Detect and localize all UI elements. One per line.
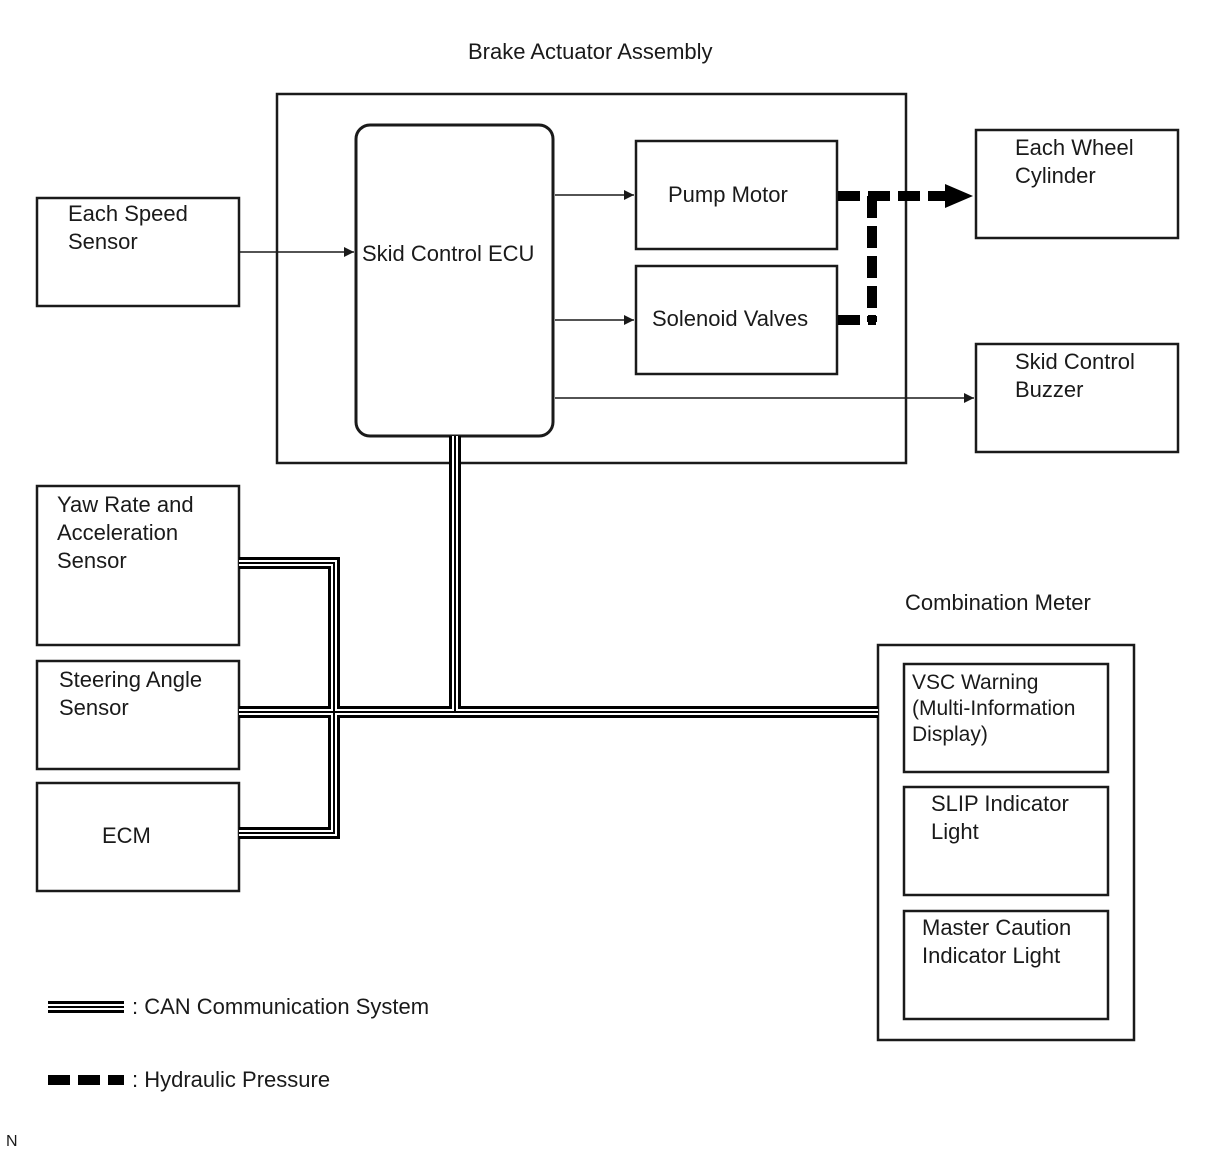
master-caution-box — [902, 909, 1110, 1021]
ecu-label: Skid Control ECU — [362, 241, 535, 266]
slip-light-box — [902, 785, 1110, 897]
ecm-box — [35, 781, 241, 893]
slip-light-label: SLIP Indicator Light — [931, 791, 1069, 844]
ecm-label: ECM — [102, 823, 151, 848]
hydraulic-arrowhead — [945, 184, 973, 208]
hydraulic-lines — [838, 191, 948, 325]
combination-meter-title: Combination Meter — [905, 590, 1091, 615]
speed-sensor-label: Each Speed Sensor — [68, 201, 188, 254]
footer-mark: N — [6, 1133, 18, 1150]
steering-sensor-box — [35, 659, 241, 771]
master-caution-label: Master Caution Indicator Light — [922, 915, 1072, 968]
skid-control-ecu-box — [354, 123, 555, 438]
buzzer-label: Skid Control Buzzer — [1015, 349, 1135, 402]
solenoid-valves-label: Solenoid Valves — [652, 306, 809, 331]
solenoid-valves-box — [634, 264, 839, 376]
vsc-warning-label: VSC Warning (Multi-Information Display) — [912, 671, 1076, 746]
can-bus-lines — [239, 436, 878, 839]
pump-motor-label: Pump Motor — [668, 182, 788, 207]
steering-sensor-label: Steering Angle Sensor — [59, 667, 203, 720]
vsc-warning-box — [902, 662, 1110, 774]
wheel-cylinder-box — [974, 128, 1180, 240]
pump-motor-box — [634, 139, 839, 251]
legend-hydraulic-label: : Hydraulic Pressure — [132, 1067, 331, 1092]
yaw-rate-sensor-label: Yaw Rate and Acceleration Sensor — [57, 492, 194, 573]
assembly-title: Brake Actuator Assembly — [468, 39, 713, 64]
brake-actuator-assembly-box — [275, 92, 908, 465]
yaw-rate-sensor-box — [35, 484, 241, 647]
legend-can-label: : CAN Communication System — [132, 994, 430, 1019]
wheel-cylinder-label: Each Wheel Cylinder — [1015, 135, 1134, 188]
buzzer-box — [974, 342, 1180, 454]
